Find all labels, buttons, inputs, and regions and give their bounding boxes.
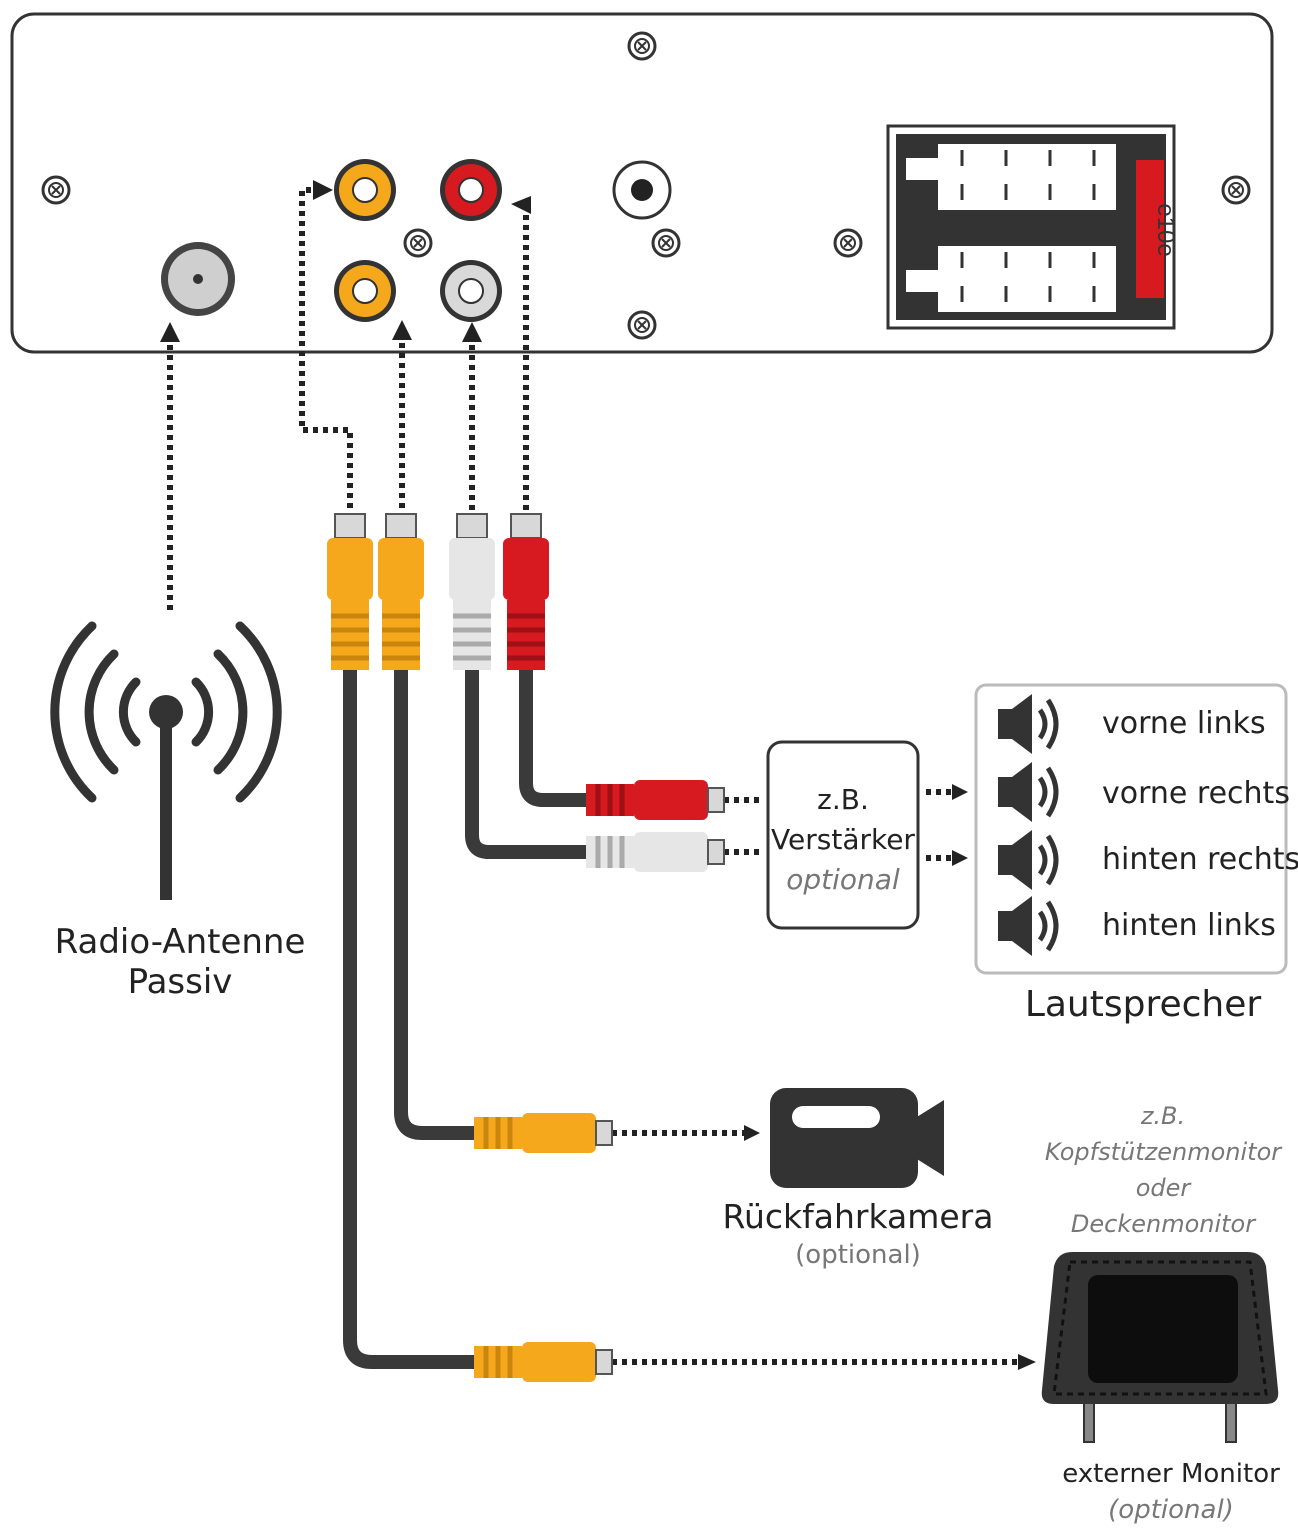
amplifier-label-line1: z.B.: [817, 783, 869, 816]
amplifier-box: [766, 740, 920, 930]
antenna-label-line1: Radio-Antenne: [54, 922, 306, 962]
monitor-note-line1: z.B.: [1140, 1102, 1186, 1130]
cables: [343, 670, 592, 1369]
rca-plug-red-to-amp: [586, 780, 725, 820]
speaker-label-rear-right: hinten rechts: [1102, 842, 1298, 877]
monitor-label: externer Monitor (optional): [1046, 1456, 1296, 1528]
speakers-title: Lautsprecher: [1024, 984, 1262, 1025]
iso-connector-label: e10e: [1152, 203, 1179, 256]
monitor-optional: (optional): [1108, 1495, 1234, 1525]
rca-plug-yellow-video-1: [327, 513, 373, 670]
antenna-icon: [50, 621, 282, 900]
monitor-note-line4: Deckenmonitor: [1070, 1210, 1256, 1238]
dotted-connections: [167, 187, 1018, 1365]
rca-socket-red: [440, 159, 502, 221]
rca-socket-yellow-bottom: [334, 260, 396, 322]
monitor-icon: [1041, 1252, 1279, 1443]
iso-connector: e10e: [886, 124, 1179, 330]
rca-plug-yellow-to-camera: [474, 1113, 613, 1153]
rca-socket-white: [440, 260, 502, 322]
rca-plug-white-audio: [449, 513, 495, 670]
speaker-label-front-left: vorne links: [1102, 706, 1266, 741]
camera-icon: [770, 1088, 944, 1188]
camera-optional: (optional): [795, 1240, 921, 1270]
speaker-label-rear-left: hinten links: [1102, 908, 1276, 943]
amplifier-label-optional: optional: [786, 863, 900, 896]
speaker-box: [974, 683, 1288, 975]
rca-plug-red-audio: [503, 513, 549, 670]
monitor-note-line3: oder: [1135, 1174, 1191, 1202]
antenna-label: Radio-Antenne Passiv: [30, 922, 330, 1002]
antenna-label-line2: Passiv: [127, 962, 233, 1002]
speaker-label-front-right: vorne rechts: [1102, 776, 1290, 811]
amplifier-label-line2: Verstärker: [771, 823, 915, 856]
arrow-heads: [160, 180, 1036, 1370]
rca-plug-yellow-video-2: [378, 513, 424, 670]
amplifier-label: z.B. Verstärker optional: [768, 780, 918, 900]
rca-plug-white-to-amp: [586, 832, 725, 872]
antenna-socket: [161, 242, 235, 316]
monitor-title: externer Monitor: [1062, 1459, 1280, 1489]
rca-plug-yellow-to-monitor: [474, 1342, 613, 1382]
camera-title: Rückfahrkamera: [722, 1197, 994, 1236]
camera-label: Rückfahrkamera (optional): [700, 1196, 1016, 1272]
monitor-note: z.B. Kopfstützenmonitor oder Deckenmonit…: [1040, 1098, 1286, 1242]
rca-socket-yellow-top: [334, 159, 396, 221]
jack-socket: [612, 160, 672, 220]
monitor-note-line2: Kopfstützenmonitor: [1044, 1138, 1282, 1166]
